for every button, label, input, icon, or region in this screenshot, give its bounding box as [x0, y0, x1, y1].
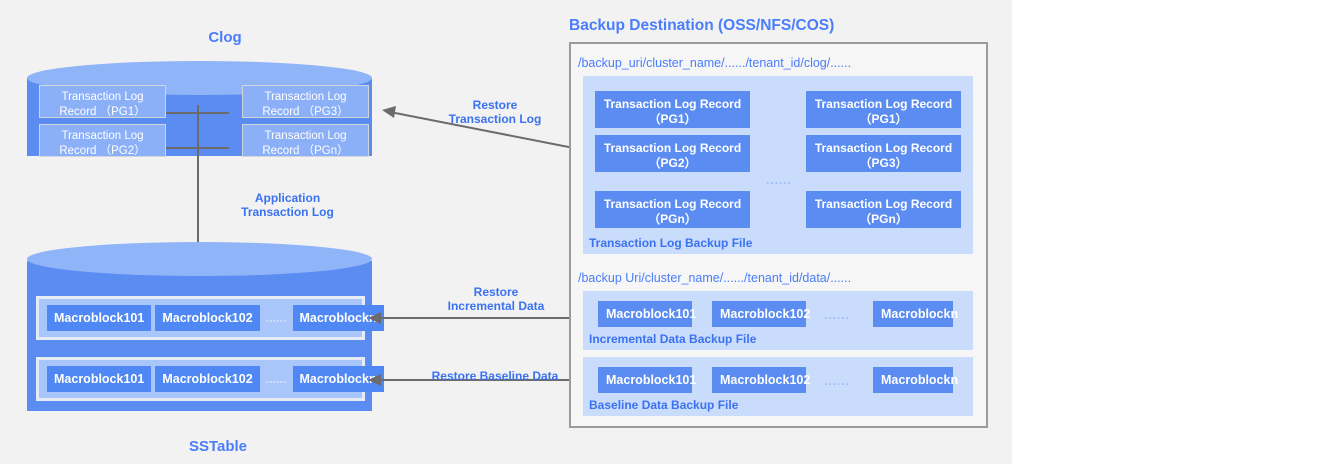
- backup-tlr-right-pg1: Transaction Log Record （PG1）: [806, 91, 961, 128]
- clog-record-pg3: Transaction Log Record （PG3）: [242, 85, 369, 118]
- incremental-macroblock-n: Macroblockn: [873, 301, 958, 327]
- application-transaction-log-label: Application Transaction Log: [241, 191, 334, 219]
- sstable-row-baseline: Macroblock101 Macroblock102 ...... Macro…: [36, 357, 384, 401]
- transaction-log-backup-file-caption: Transaction Log Backup File: [589, 236, 753, 250]
- clog-record-pg1: Transaction Log Record （PG1）: [39, 85, 166, 118]
- backup-tlr-left-pg2: Transaction Log Record （PG2）: [595, 135, 750, 172]
- sstable-macroblock: Macroblock101: [47, 366, 152, 392]
- backup-tlr-left-pgn: Transaction Log Record （PGn）: [595, 191, 750, 228]
- sstable-macroblock: Macroblock101: [47, 305, 152, 331]
- sstable-row-incremental: Macroblock101 Macroblock102 ...... Macro…: [36, 296, 384, 340]
- backup-tlr-right-pg3: Transaction Log Record （PG3）: [806, 135, 961, 172]
- sstable-row-ellipsis: ......: [265, 311, 287, 325]
- sstable-macroblock-last: Macroblockn: [292, 305, 384, 331]
- clog-backup-path: /backup_uri/cluster_name/....../tenant_i…: [578, 56, 852, 70]
- baseline-data-backup-file-caption: Baseline Data Backup File: [589, 398, 739, 412]
- incremental-macroblock-102: Macroblock102: [712, 301, 810, 327]
- baseline-macroblock-102: Macroblock102: [712, 367, 810, 393]
- baseline-macroblock-101: Macroblock101: [598, 367, 696, 393]
- transaction-log-middle-ellipsis: ......: [766, 173, 793, 187]
- baseline-row-ellipsis: ......: [824, 374, 851, 388]
- clog-record-pg2: Transaction Log Record （PG2）: [39, 124, 166, 157]
- sstable-macroblock-last: Macroblockn: [292, 366, 384, 392]
- sstable-cylinder-top: [27, 242, 372, 276]
- sstable-title: SSTable: [188, 438, 248, 455]
- restore-incremental-data-label: Restore Incremental Data: [447, 285, 545, 313]
- incremental-data-backup-file-caption: Incremental Data Backup File: [589, 332, 757, 346]
- sstable-row-ellipsis: ......: [265, 372, 287, 386]
- restore-baseline-data-label: Restore Baseline Data: [431, 369, 559, 383]
- data-backup-path: /backup Uri/cluster_name/....../tenant_i…: [578, 271, 852, 285]
- backup-destination-title: Backup Destination (OSS/NFS/COS): [569, 17, 835, 34]
- backup-tlr-right-pgn: Transaction Log Record （PGn）: [806, 191, 961, 228]
- baseline-macroblock-n: Macroblockn: [873, 367, 958, 393]
- backup-tlr-left-pg1: Transaction Log Record （PG1）: [595, 91, 750, 128]
- restore-transaction-log-label: Restore Transaction Log: [448, 98, 542, 126]
- clog-title: Clog: [208, 29, 242, 46]
- incremental-macroblock-101: Macroblock101: [598, 301, 696, 327]
- clog-record-pgn: Transaction Log Record （PGn）: [242, 124, 369, 157]
- sstable-macroblock: Macroblock102: [155, 366, 260, 392]
- clog-connector-v: [197, 105, 199, 270]
- incremental-row-ellipsis: ......: [824, 308, 851, 322]
- sstable-macroblock: Macroblock102: [155, 305, 260, 331]
